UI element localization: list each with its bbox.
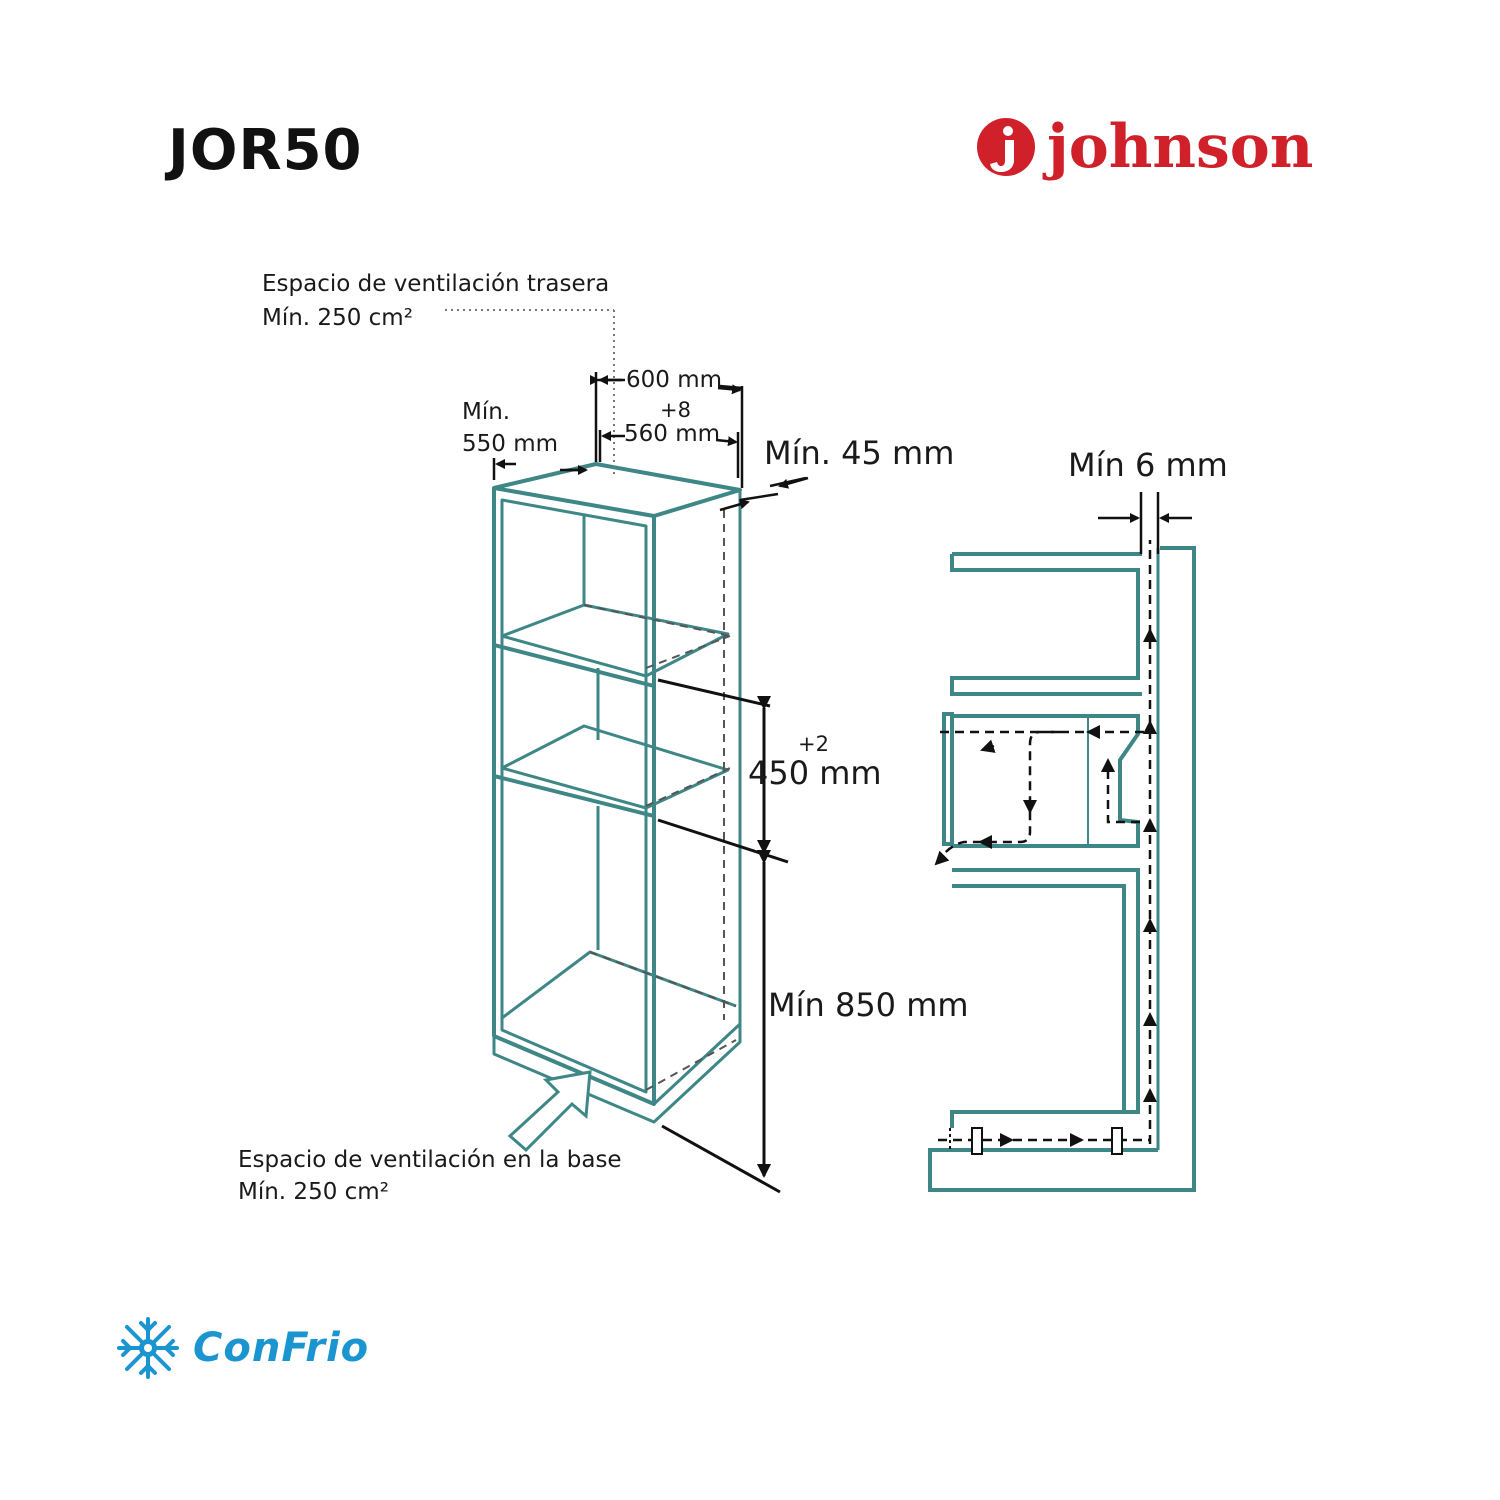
base-vent-min: Mín. 250 cm²: [238, 1179, 389, 1205]
section-view: [928, 546, 1196, 1192]
model-title: JOR50: [168, 118, 363, 183]
height-dimensions: [657, 678, 789, 1194]
cabinet-column: [492, 462, 742, 1124]
confrio-logo: ConFrio: [115, 1315, 369, 1381]
brand-name: johnson: [1047, 112, 1314, 182]
six-mm-marker: [1098, 492, 1192, 554]
min-45-label: Mín. 45 mm: [764, 434, 955, 472]
min-6-label: Mín 6 mm: [1068, 446, 1228, 484]
confrio-name: ConFrio: [193, 1325, 370, 1371]
rear-vent-title: Espacio de ventilación trasera: [262, 271, 610, 297]
base-vent-arrow: [507, 1070, 592, 1153]
rear-vent-min: Mín. 250 cm²: [262, 305, 413, 331]
johnson-logo-icon: [977, 118, 1035, 176]
base-vent-title: Espacio de ventilación en la base: [238, 1147, 622, 1173]
airflow-paths: [938, 540, 1152, 1144]
width-600-label: 600 mm: [626, 367, 723, 393]
width-560-label: 560 mm: [624, 421, 721, 447]
tolerance-plus8: +8: [660, 398, 691, 422]
hidden-edges: [583, 510, 737, 1091]
rear-vent-leader: [445, 309, 615, 478]
johnson-logo: johnson: [975, 112, 1313, 182]
snowflake-icon: [117, 1317, 179, 1379]
depth-550-label: 550 mm: [462, 431, 559, 457]
min-depth-word: Mín.: [462, 399, 511, 425]
min-850-label: Mín 850 mm: [768, 986, 969, 1024]
tolerance-plus2: +2: [798, 732, 829, 756]
plinth-vents: [949, 1127, 1123, 1155]
height-450-label: 450 mm: [748, 754, 882, 792]
